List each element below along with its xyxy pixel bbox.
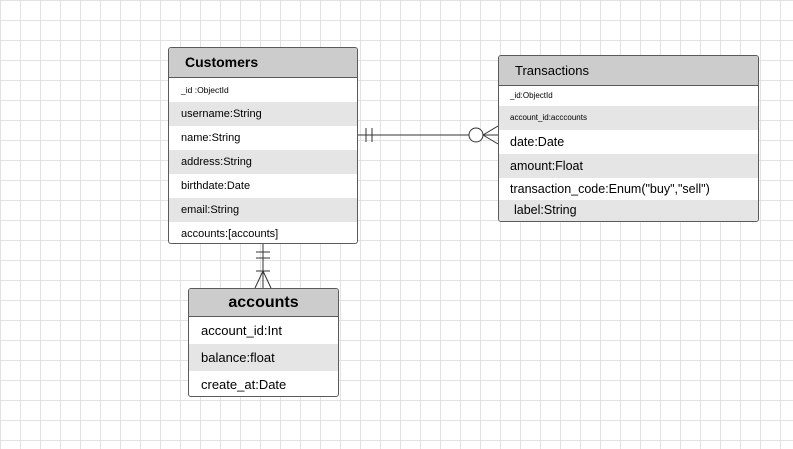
zero-circle [468, 127, 484, 143]
crows-foot-left [254, 270, 264, 289]
transactions-entity[interactable]: Transactions _id:ObjectId account_id:acc… [498, 55, 759, 222]
customers-field-id: _id :ObjectId [181, 85, 229, 95]
customers-field-username: username:String [169, 102, 357, 126]
transactions-field-id: _id:ObjectId [510, 91, 553, 100]
transactions-field-account-id: account_id:acccounts [499, 106, 758, 130]
crows-foot-upper [482, 125, 499, 136]
customers-field-birthdate: birthdate:Date [181, 180, 251, 192]
customers-entity[interactable]: Customers _id :ObjectId username:String … [168, 47, 358, 244]
crows-foot-right [262, 270, 272, 289]
accounts-field-account-id: account_id:Int [201, 323, 282, 338]
transactions-field-label: label:String [499, 200, 758, 221]
customers-title: Customers [169, 48, 357, 78]
accounts-field-balance: balance:float [189, 344, 338, 371]
transactions-field-transaction-code: transaction_code:Enum("buy","sell") [510, 182, 710, 196]
customers-field-name: name:String [181, 132, 241, 144]
accounts-field-create-at: create_at:Date [201, 377, 287, 392]
transactions-field-date: date:Date [510, 135, 565, 149]
customers-field-email: email:String [169, 198, 357, 222]
customers-transactions-relationship[interactable] [358, 125, 499, 145]
accounts-entity[interactable]: accounts account_id:Int balance:float cr… [188, 288, 339, 397]
customers-field-address: address:String [169, 150, 357, 174]
transactions-title: Transactions [499, 56, 758, 86]
transactions-field-amount: amount:Float [499, 154, 758, 178]
customers-field-accounts: accounts:[accounts] [181, 228, 279, 240]
crows-foot-lower [482, 134, 499, 145]
customers-accounts-relationship[interactable] [254, 244, 272, 289]
accounts-title: accounts [189, 289, 338, 317]
